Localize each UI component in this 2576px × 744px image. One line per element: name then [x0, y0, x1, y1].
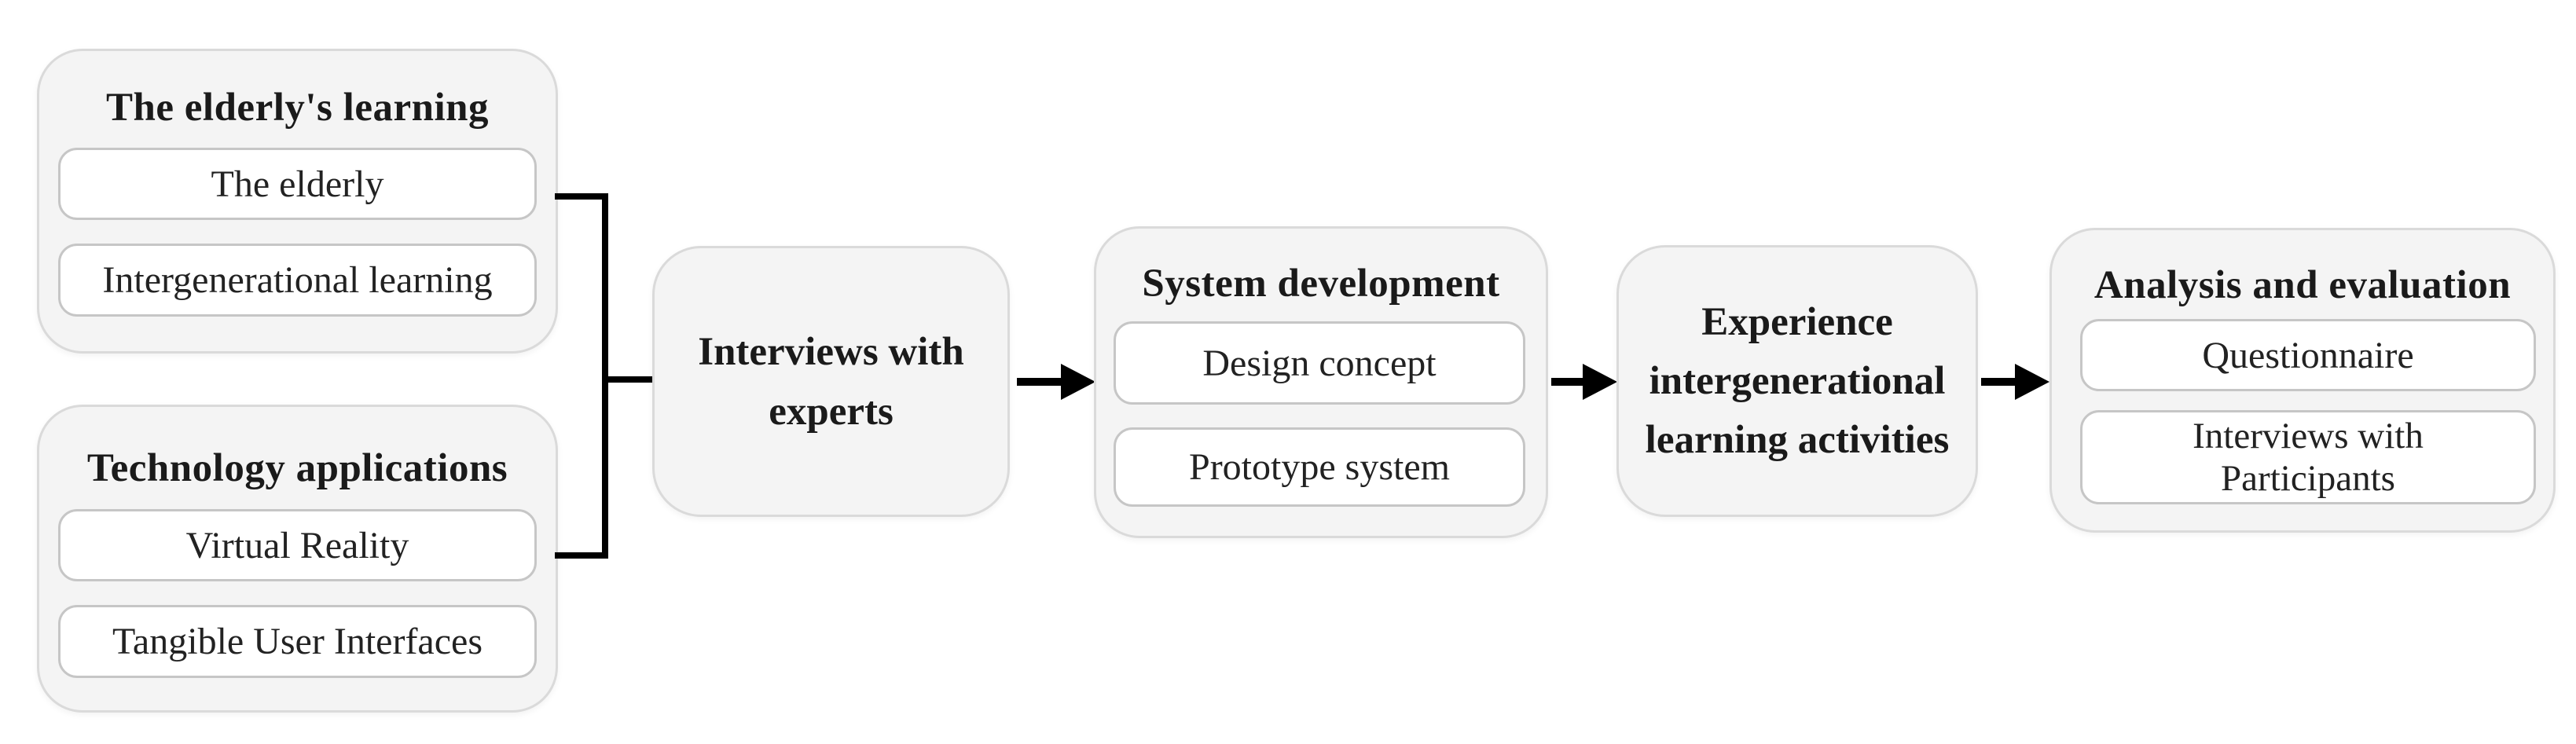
sub-box-interviews-with-participants: Interviews with Participants: [2080, 410, 2536, 504]
bracket-vertical-line: [602, 193, 608, 559]
sub-box-questionnaire: Questionnaire: [2080, 319, 2536, 391]
node-experience-intergenerational-learning: Experience intergenerational learning ac…: [1616, 245, 1978, 517]
sub-box-intergenerational-learning: Intergenerational learning: [58, 244, 537, 317]
bracket-stub-from-virtual-reality: [555, 552, 608, 559]
sub-box-design-concept: Design concept: [1114, 321, 1525, 405]
node-interviews-with-experts: Interviews with experts: [652, 246, 1010, 517]
node-label-line: Experience: [1701, 299, 1893, 344]
bracket-stub-from-the-elderly: [555, 193, 608, 200]
sub-box-the-elderly: The elderly: [58, 148, 537, 220]
node-label-line: Interviews with: [698, 329, 964, 374]
sub-box-label-line: Participants: [2221, 458, 2395, 499]
arrow-experience-to-analysis-head: [2015, 364, 2049, 400]
group-title-system-development: System development: [1142, 262, 1500, 306]
arrow-interviews-to-system-head: [1061, 364, 1095, 400]
arrow-interviews-to-system-shaft: [1017, 378, 1064, 386]
sub-box-label-line: Interviews with: [2193, 416, 2424, 456]
group-title-technology-applications: Technology applications: [86, 446, 508, 490]
node-label-line: learning activities: [1645, 417, 1950, 462]
sub-box-virtual-reality: Virtual Reality: [58, 509, 537, 581]
bracket-stub-to-interviews: [602, 376, 652, 383]
group-title-elderly-learning: The elderly's learning: [106, 86, 489, 130]
group-analysis-and-evaluation: Analysis and evaluation Questionnaire In…: [2049, 228, 2556, 533]
sub-box-tangible-user-interfaces: Tangible User Interfaces: [58, 605, 537, 678]
arrow-experience-to-analysis-shaft: [1981, 378, 2019, 386]
node-label-line: intergenerational: [1649, 358, 1946, 403]
sub-box-prototype-system: Prototype system: [1114, 427, 1525, 507]
group-title-analysis-and-evaluation: Analysis and evaluation: [2093, 263, 2512, 307]
arrow-system-to-experience-shaft: [1551, 378, 1586, 386]
group-elderly-learning: The elderly's learning The elderly Inter…: [37, 49, 558, 354]
group-system-development: System development Design concept Protot…: [1094, 226, 1548, 538]
arrow-system-to-experience-head: [1583, 364, 1617, 400]
node-label-line: experts: [769, 389, 894, 434]
group-technology-applications: Technology applications Virtual Reality …: [37, 405, 558, 713]
